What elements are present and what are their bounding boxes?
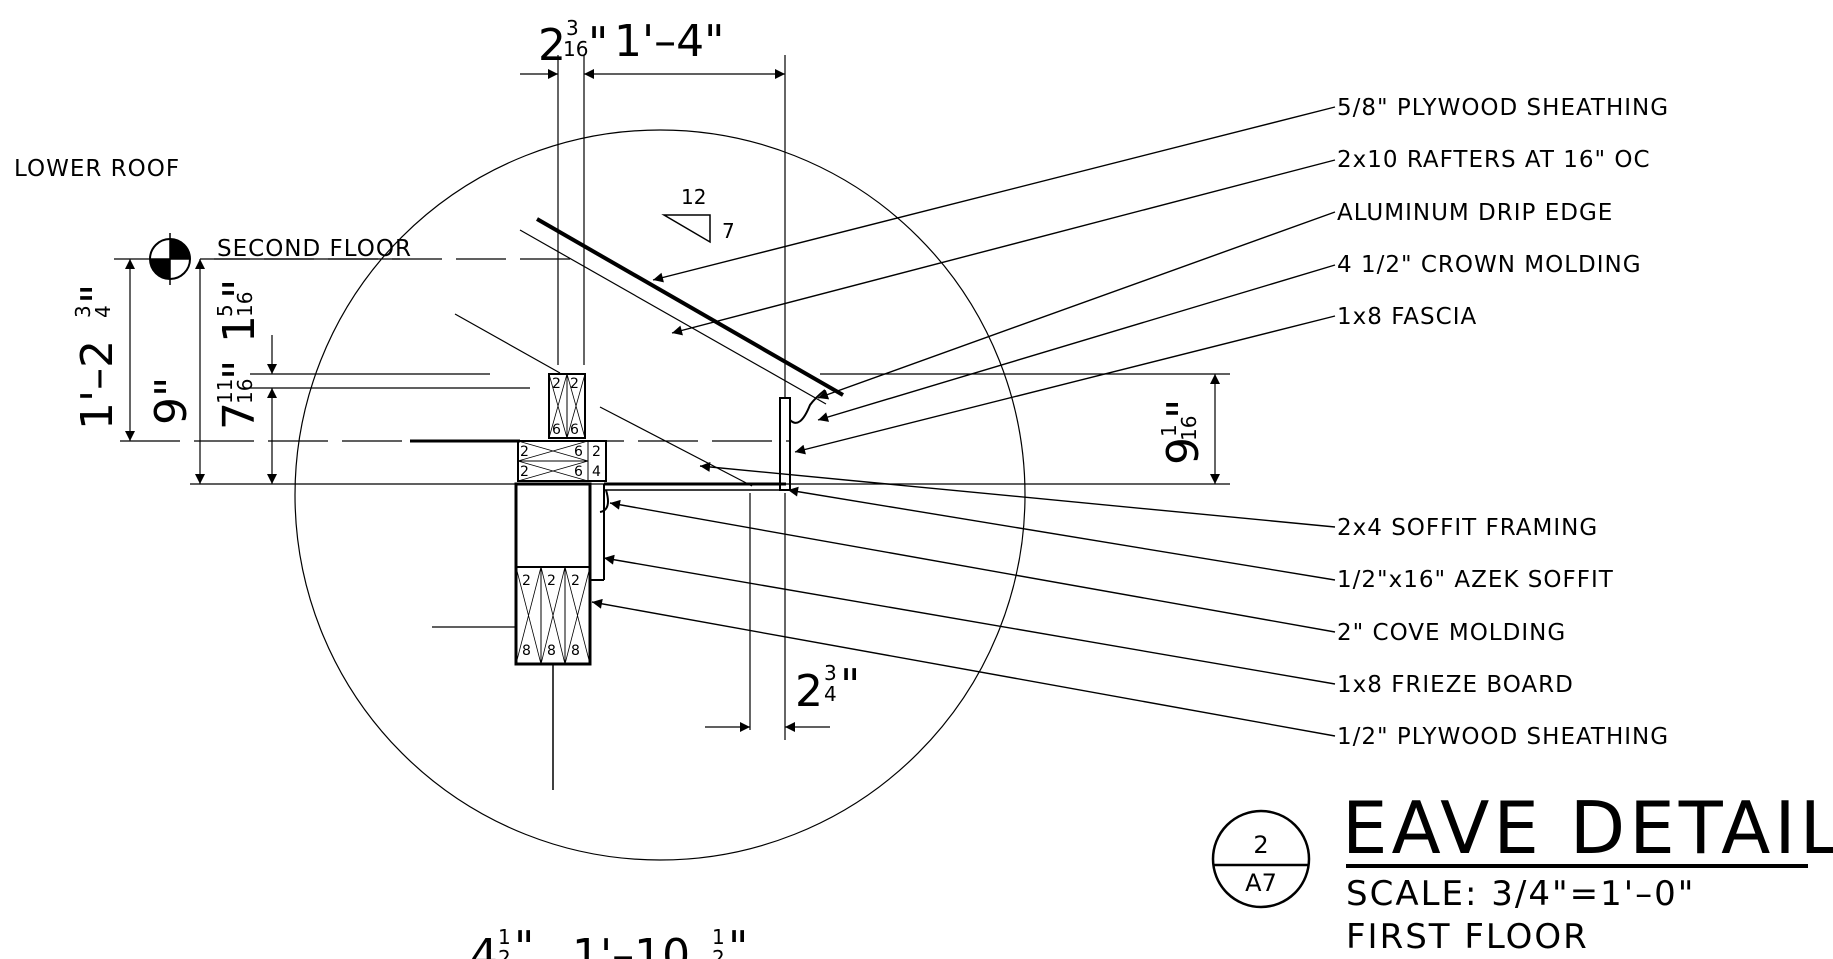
callout-label: 2" COVE MOLDING — [1337, 620, 1566, 646]
dim-left-b-den: 16 — [233, 379, 257, 404]
lumber-mark: 8 — [571, 643, 580, 659]
dim-bottom-num: 3 — [824, 661, 837, 685]
dim-left-c-den: 16 — [233, 292, 257, 317]
dim-foot-a-whole: 4 — [470, 930, 498, 959]
callout-label: ALUMINUM DRIP EDGE — [1337, 200, 1613, 226]
dim-foot-b-unit: " — [728, 922, 748, 959]
wall-framing — [432, 373, 607, 790]
lumber-mark: 2 — [571, 573, 580, 589]
lumber-mark: 6 — [552, 422, 561, 438]
dim-foot-b: 1'–10 — [572, 930, 690, 959]
dim-left-total-den: 4 — [91, 305, 115, 318]
dim-top-a-num: 3 — [566, 16, 579, 40]
detail-number: 2 — [1253, 831, 1268, 859]
dim-left-c-unit: " — [214, 279, 265, 299]
dim-foot-a-den: 2 — [498, 946, 511, 959]
dim-left-total: 1'–2 — [72, 340, 123, 430]
lumber-mark: 2 — [522, 573, 531, 589]
callout-label: 1x8 FASCIA — [1337, 304, 1477, 330]
dim-left-b-unit: " — [214, 360, 265, 380]
dim-bottom-den: 4 — [824, 682, 837, 706]
lumber-mark: 6 — [574, 464, 583, 480]
second-floor-datum — [114, 233, 580, 285]
dim-bottom-unit: " — [840, 660, 860, 711]
lower-roof-label: LOWER ROOF — [14, 156, 180, 182]
scale-label: SCALE: 3/4"=1'–0" — [1346, 874, 1695, 914]
soffit-fascia — [599, 389, 826, 740]
dim-top-a-whole: 2 — [538, 20, 566, 71]
dim-right-whole: 9 — [1158, 437, 1209, 465]
lumber-mark: 4 — [592, 464, 601, 480]
dimension-lines — [125, 55, 1220, 732]
callout-label: 1/2"x16" AZEK SOFFIT — [1337, 567, 1614, 593]
callout-label: 1x8 FRIEZE BOARD — [1337, 672, 1574, 698]
dim-top-a-den: 16 — [563, 37, 588, 61]
dim-left-total-unit: " — [72, 284, 123, 304]
lumber-mark: 6 — [570, 422, 579, 438]
level-label: FIRST FLOOR — [1346, 917, 1589, 957]
lumber-mark: 6 — [574, 444, 583, 460]
slope-run-label: 7 — [722, 219, 735, 243]
dim-top-b: 1'–4" — [614, 16, 724, 67]
title-block — [1211, 809, 1808, 909]
lumber-mark: 2 — [552, 376, 561, 392]
dim-top-a-unit: " — [588, 18, 608, 69]
lumber-mark: 2 — [592, 444, 601, 460]
detail-reference-bubble — [1211, 809, 1311, 909]
dim-foot-b-num: 1 — [712, 925, 725, 949]
dim-right-num: 1 — [1157, 424, 1181, 437]
second-floor-label: SECOND FLOOR — [217, 236, 412, 262]
callout-label: 1/2" PLYWOOD SHEATHING — [1337, 724, 1669, 750]
lumber-mark: 2 — [547, 573, 556, 589]
dim-right-unit: " — [1158, 399, 1209, 419]
roof-assembly — [454, 214, 844, 487]
lumber-mark: 8 — [522, 643, 531, 659]
lumber-mark: 8 — [547, 643, 556, 659]
dim-foot-a-num: 1 — [498, 925, 511, 949]
dim-foot-a-unit: " — [514, 922, 534, 959]
sheet-number: A7 — [1245, 869, 1277, 897]
lumber-mark: 2 — [570, 376, 579, 392]
detail-title: EAVE DETAIL — [1342, 786, 1833, 870]
dim-left-total-num: 3 — [71, 305, 95, 318]
callout-label: 5/8" PLYWOOD SHEATHING — [1337, 95, 1669, 121]
lumber-mark: 2 — [520, 464, 529, 480]
detail-boundary-circle — [294, 129, 1026, 861]
callout-label: 4 1/2" CROWN MOLDING — [1337, 252, 1642, 278]
dim-left-c-num: 5 — [213, 304, 237, 317]
callout-label: 2x4 SOFFIT FRAMING — [1337, 515, 1598, 541]
dim-left-9: 9" — [146, 377, 197, 425]
dim-left-b-whole: 7 — [214, 402, 265, 430]
leader-lines — [591, 106, 1336, 737]
dim-foot-b-den: 2 — [712, 946, 725, 959]
dim-left-c-whole: 1 — [214, 315, 265, 343]
dim-left-b-num: 11 — [213, 379, 237, 404]
dim-right-den: 16 — [1177, 416, 1201, 441]
callout-label: 2x10 RAFTERS AT 16" OC — [1337, 147, 1651, 173]
lumber-mark: 2 — [520, 444, 529, 460]
lumber-marks: 2 2 6 6 2 2 6 6 2 4 2 2 2 8 8 8 — [520, 376, 601, 659]
dim-bottom-whole: 2 — [795, 666, 823, 717]
floor-lines — [120, 373, 1230, 485]
slope-triangle-icon — [661, 214, 711, 244]
slope-rise-label: 12 — [681, 185, 706, 209]
